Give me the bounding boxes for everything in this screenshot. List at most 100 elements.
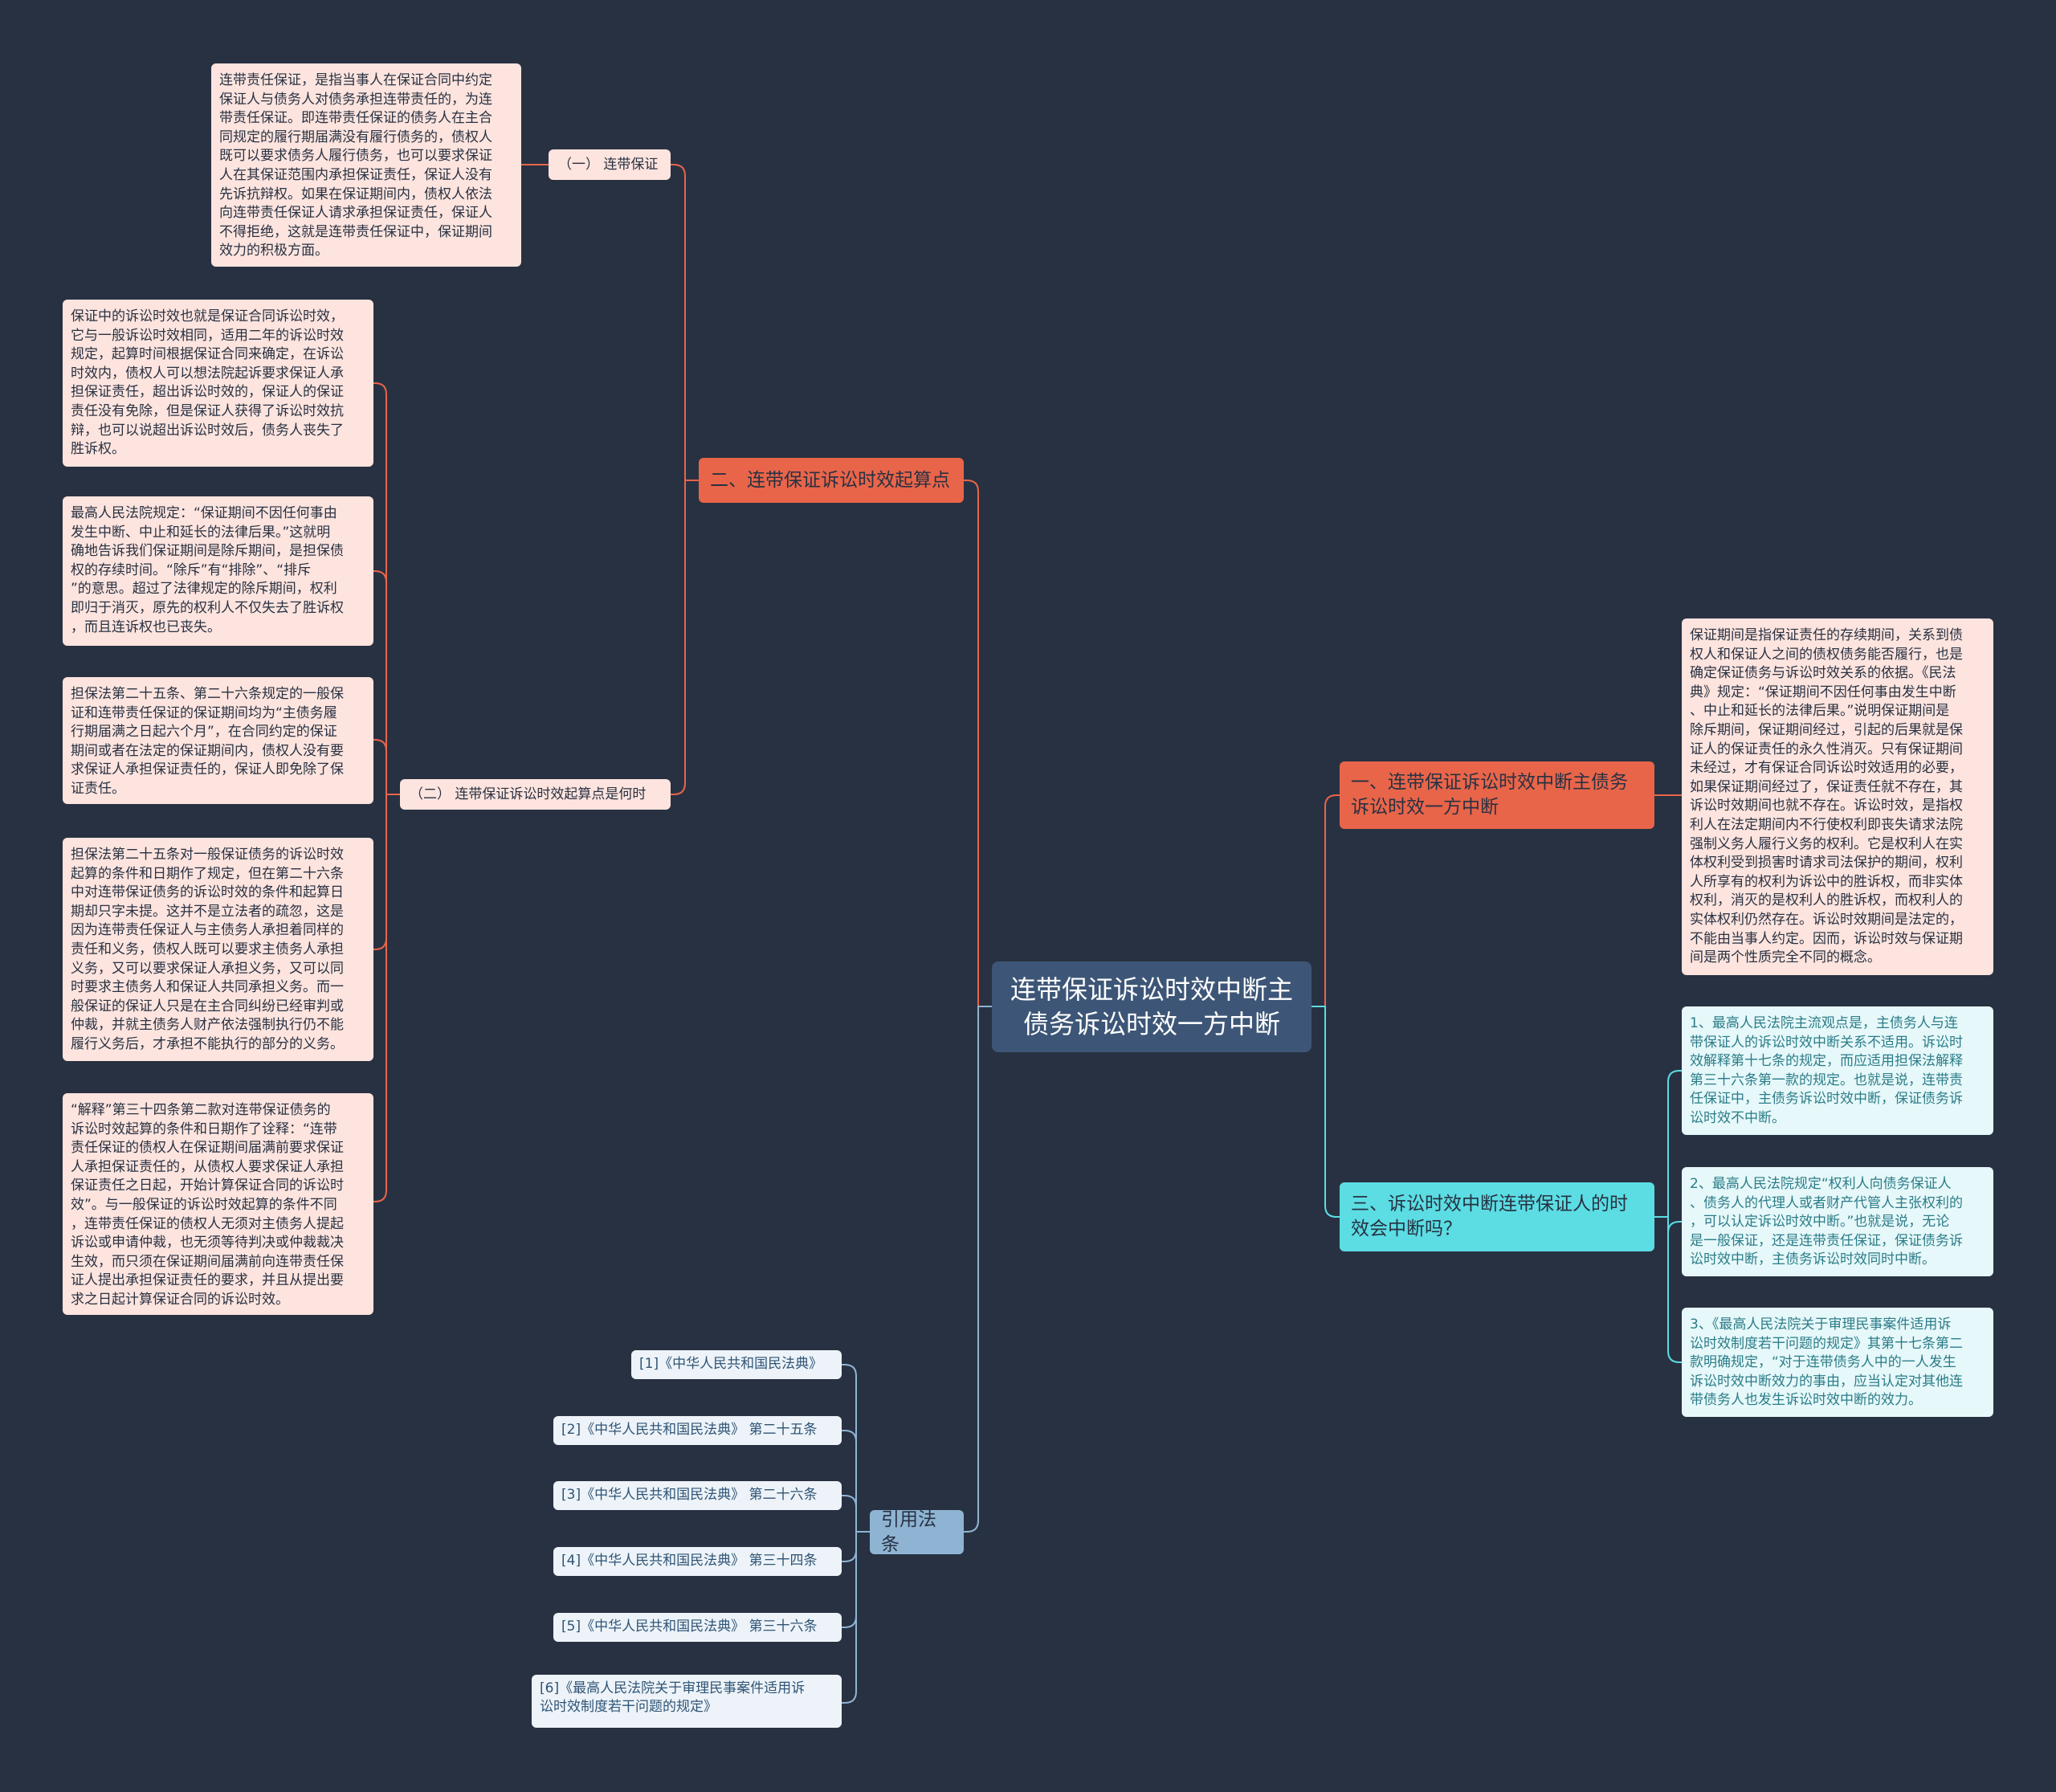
- leaf-b2-s2-2[interactable]: 最高人民法院规定：“保证期间不因任何事由 发生中断、中止和延长的法律后果。”这就…: [63, 496, 373, 646]
- link-sub2-leaf5: [373, 794, 400, 1202]
- leaf-line: 未经过，才有保证合同诉讼时效适用的必要，: [1690, 760, 1963, 777]
- leaf-b2-joint-guarantee-def[interactable]: 连带责任保证，是指当事人在保证合同中约定 保证人与债务人对债务承担连带责任的，为…: [211, 63, 521, 267]
- leaf-line: 规定，起算时间根据保证合同来确定，在诉讼: [71, 346, 344, 363]
- link-root-b1: [1312, 794, 1340, 1007]
- link-b2-sub1: [671, 164, 699, 481]
- link-b4-cite2: [842, 1430, 870, 1533]
- cite-3[interactable]: [3]《中华人民共和国民法典》 第二十六条: [553, 1481, 842, 1510]
- leaf-line: 不得拒绝，这就是连带责任保证中，保证期间: [219, 223, 492, 240]
- leaf-line: 讼时效中断，主债务诉讼时效同时中断。: [1690, 1251, 1936, 1268]
- leaf-b2-s2-3[interactable]: 担保法第二十五条、第二十六条规定的一般保 证和连带责任保证的保证期间均为“主债务…: [63, 677, 373, 804]
- leaf-b2-s2-5[interactable]: “解释”第三十四条第二款对连带保证债务的 诉讼时效起算的条件和日期作了诠释：“连…: [63, 1093, 373, 1315]
- link-sub2-leaf2: [373, 570, 400, 795]
- link-b2-sub2: [671, 480, 699, 795]
- branch-2-label: 二、连带保证诉讼时效起算点: [710, 469, 950, 491]
- leaf-line: 强制义务人履行义务的权利。它是权利人在实: [1690, 835, 1963, 852]
- sub-b2-2-label: （二） 连带保证诉讼时效起算点是何时: [410, 786, 647, 802]
- leaf-b3-3[interactable]: 3、《最高人民法院关于审理民事案件适用诉 讼时效制度若干问题的规定》其第十七条第…: [1682, 1308, 1993, 1417]
- leaf-line: 胜诉权。: [71, 441, 125, 458]
- leaf-line: 如果保证期间经过了，保证责任就不存在，其: [1690, 778, 1963, 795]
- leaf-line: 讼时效不中断。: [1690, 1109, 1785, 1126]
- leaf-line: 效”。与一般保证的诉讼时效起算的条件不同: [71, 1196, 337, 1213]
- leaf-line: 诉讼时效起算的条件和日期作了诠释：“连带: [71, 1121, 337, 1137]
- leaf-line: 体权利受到损害时请求司法保护的期间，权利: [1690, 855, 1963, 872]
- leaf-line: 任保证中，主债务诉讼时效中断，保证债务诉: [1690, 1091, 1963, 1108]
- leaf-line: ，可以认定诉讼时效中断。”也就是说，无论: [1690, 1214, 1950, 1231]
- branch-2[interactable]: 二、连带保证诉讼时效起算点: [699, 458, 964, 503]
- leaf-line: 讼时效制度若干问题的规定》其第十七条第二: [1690, 1335, 1963, 1352]
- branch-4-label: 引用法条: [881, 1508, 936, 1555]
- sub-b2-1-label: （一） 连带保证: [558, 156, 659, 173]
- leaf-line: 期却只字未提。这并不是立法者的疏忽，这是: [71, 903, 344, 920]
- leaf-line: 因为连带责任保证人与主债务人承担着同样的: [71, 922, 344, 939]
- leaf-b1-guarantee-period[interactable]: 保证期间是指保证责任的存续期间，关系到债 权人和保证人之间的债权债务能否履行，也…: [1682, 618, 1993, 975]
- leaf-line: 起算的条件和日期作了规定，但在第二十六条: [71, 865, 344, 882]
- leaf-line: 义务，又可以要求保证人承担义务，又可以同: [71, 960, 344, 977]
- leaf-line: 证和连带责任保证的保证期间均为“主债务履: [71, 704, 337, 721]
- leaf-line: 第三十六条第一款的规定。也就是说，连带责: [1690, 1072, 1963, 1088]
- leaf-b3-2[interactable]: 2、最高人民法院规定“权利人向债务保证人 、债务人的代理人或者财产代管人主张权利…: [1682, 1167, 1993, 1276]
- leaf-line: 求保证人承担保证责任的，保证人即免除了保: [71, 761, 344, 778]
- root-topic[interactable]: 连带保证诉讼时效中断主债务诉讼时效一方中断: [992, 961, 1312, 1052]
- leaf-line: 典》规定：“保证期间不因任何事由发生中断: [1690, 684, 1956, 700]
- leaf-line: 最高人民法院规定：“保证期间不因任何事由: [71, 505, 337, 521]
- leaf-line: 向连带责任保证人请求承担保证责任，保证人: [219, 205, 492, 222]
- leaf-b2-s2-4[interactable]: 担保法第二十五条对一般保证债务的诉讼时效 起算的条件和日期作了规定，但在第二十六…: [63, 838, 373, 1061]
- leaf-line: 诉讼时效期间也就不存在。诉讼时效，是指权: [1690, 798, 1963, 814]
- leaf-line: 款明确规定，“对于连带债务人中的一人发生: [1690, 1354, 1956, 1371]
- cite-line: [1]《中华人民共和国民法典》: [639, 1356, 823, 1372]
- cite-line: [3]《中华人民共和国民法典》 第二十六条: [561, 1487, 818, 1503]
- link-b4-cite3: [842, 1495, 870, 1533]
- leaf-line: 保证中的诉讼时效也就是保证合同诉讼时效，: [71, 308, 344, 325]
- leaf-line: 权的存续时间。“除斥”有“排除”、“排斥: [71, 561, 312, 578]
- leaf-line: 带责任保证。即连带责任保证的债务人在主合: [219, 110, 492, 127]
- link-b3-leaf1: [1654, 1070, 1682, 1218]
- leaf-line: 生效，而只须在保证期间届满前向连带责任保: [71, 1253, 344, 1270]
- leaf-line: 同规定的履行期届满没有履行债务的，债权人: [219, 129, 492, 145]
- leaf-b3-1[interactable]: 1、最高人民法院主流观点是，主债务人与连 带保证人的诉讼时效中断关系不适用。诉讼…: [1682, 1006, 1993, 1135]
- leaf-line: 保证人与债务人对债务承担连带责任的，为连: [219, 91, 492, 108]
- cite-2[interactable]: [2]《中华人民共和国民法典》 第二十五条: [553, 1416, 842, 1445]
- leaf-line: 1、最高人民法院主流观点是，主债务人与连: [1690, 1015, 1958, 1031]
- link-b3-leaf3: [1654, 1216, 1682, 1363]
- cite-5[interactable]: [5]《中华人民共和国民法典》 第三十六条: [553, 1613, 842, 1642]
- leaf-line: ，连带责任保证的债权人无须对主债务人提起: [71, 1215, 344, 1232]
- leaf-line: 即归于消灭，原先的权利人不仅失去了胜诉权: [71, 599, 344, 616]
- cite-line: [4]《中华人民共和国民法典》 第三十四条: [561, 1553, 818, 1569]
- cite-line: [6]《最高人民法院关于审理民事案件适用诉: [540, 1680, 806, 1696]
- leaf-b2-s2-1[interactable]: 保证中的诉讼时效也就是保证合同诉讼时效， 它与一般诉讼时效相同，适用二年的诉讼时…: [63, 300, 373, 467]
- link-root-b4: [964, 1006, 992, 1533]
- branch-4-cited-laws[interactable]: 引用法条: [870, 1508, 964, 1555]
- leaf-line: 保证期间是指保证责任的存续期间，关系到债: [1690, 627, 1963, 643]
- cite-line: [5]《中华人民共和国民法典》 第三十六条: [561, 1619, 818, 1635]
- cite-1[interactable]: [1]《中华人民共和国民法典》: [631, 1350, 842, 1379]
- leaf-line: 担保法第二十五条、第二十六条规定的一般保: [71, 686, 344, 702]
- leaf-line: 证责任。: [71, 780, 125, 797]
- branch-3[interactable]: 三、诉讼时效中断连带保证人的时效会中断吗？: [1340, 1182, 1654, 1251]
- leaf-line: 、债务人的代理人或者财产代管人主张权利的: [1690, 1194, 1963, 1211]
- cite-4[interactable]: [4]《中华人民共和国民法典》 第三十四条: [553, 1547, 842, 1576]
- leaf-line: 般保证的保证人只是在主合同纠纷已经审判或: [71, 998, 344, 1014]
- leaf-line: 利人在法定期间内不行使权利即丧失请求法院: [1690, 816, 1963, 833]
- cite-line: [2]《中华人民共和国民法典》 第二十五条: [561, 1422, 818, 1438]
- leaf-line: 确地告诉我们保证期间是除斥期间，是担保债: [71, 543, 344, 560]
- leaf-line: 既可以要求债务人履行债务，也可以要求保证: [219, 148, 492, 165]
- leaf-line: 效解释第十七条的规定，而应适用担保法解释: [1690, 1053, 1963, 1070]
- sub-b2-start-point[interactable]: （二） 连带保证诉讼时效起算点是何时: [400, 779, 671, 810]
- leaf-line: 带债务人也发生诉讼时效中断的效力。: [1690, 1392, 1922, 1409]
- leaf-line: 3、《最高人民法院关于审理民事案件适用诉: [1690, 1316, 1952, 1333]
- leaf-line: 辩，也可以说超出诉讼时效后，债务人丧失了: [71, 422, 344, 439]
- leaf-line: 人在其保证范围内承担保证责任，保证人没有: [219, 166, 492, 183]
- branch-1[interactable]: 一、连带保证诉讼时效中断主债务诉讼时效一方中断: [1340, 761, 1654, 829]
- leaf-line: ”的意思。超过了法律规定的除斥期间，权利: [71, 581, 337, 598]
- leaf-line: 人所享有的权利为诉讼中的胜诉权，而非实体: [1690, 873, 1963, 890]
- sub-b2-joint-guarantee[interactable]: （一） 连带保证: [549, 149, 671, 180]
- link-root-b2: [964, 480, 992, 1007]
- leaf-line: 连带责任保证，是指当事人在保证合同中约定: [219, 72, 492, 88]
- branch-3-label: 三、诉讼时效中断连带保证人的时效会中断吗？: [1351, 1194, 1628, 1239]
- cite-6[interactable]: [6]《最高人民法院关于审理民事案件适用诉 讼时效制度若干问题的规定》: [532, 1675, 842, 1728]
- leaf-line: 2、最高人民法院规定“权利人向债务保证人: [1690, 1176, 1952, 1192]
- leaf-line: 带保证人的诉讼时效中断关系不适用。诉讼时: [1690, 1034, 1963, 1051]
- leaf-line: 时要求主债务人和保证人共同承担义务。而一: [71, 979, 344, 996]
